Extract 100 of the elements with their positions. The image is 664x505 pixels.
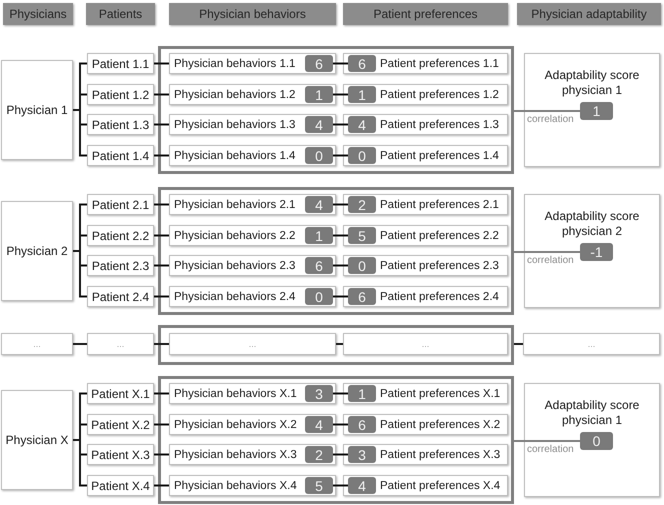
behavior-label: Physician behaviors 1.4: [174, 149, 296, 163]
connector-line: [333, 454, 348, 456]
connector-line: [333, 392, 348, 394]
behavior-box: [169, 383, 336, 404]
behavior-box: [169, 53, 336, 74]
score-badge: 4: [305, 116, 333, 133]
adaptability-title: Adaptability score physician 1: [544, 68, 640, 98]
preference-box: [343, 286, 508, 307]
preference-box: [343, 145, 508, 166]
behavior-label: Physician behaviors 2.3: [174, 259, 296, 273]
group-frame: [158, 325, 514, 365]
connector-line: [154, 296, 169, 298]
patient-box: Patient X.4: [87, 475, 154, 496]
preference-label: Patient preferences X.3: [380, 448, 500, 462]
edge-label: correlation: [527, 255, 574, 267]
score-badge: 6: [348, 55, 376, 72]
preference-label: Patient preferences X.2: [380, 418, 500, 432]
ellipsis-box: ...: [343, 333, 508, 355]
preference-label: Patient preferences 2.3: [380, 259, 499, 273]
preference-label: Patient preferences 2.1: [380, 198, 499, 212]
behavior-box: [169, 475, 336, 496]
connector-line: [154, 454, 169, 456]
behavior-label: Physician behaviors X.3: [174, 448, 297, 462]
group-frame: [158, 376, 514, 504]
behavior-box: [169, 286, 336, 307]
physician-box: Physician 2: [1, 201, 73, 301]
column-header: Patient preferences: [343, 3, 508, 25]
behavior-box: [169, 194, 336, 215]
physician-box: Physician X: [1, 390, 73, 490]
connector-line: [154, 154, 169, 156]
connector-line: [154, 234, 169, 236]
connector-line: [333, 234, 348, 236]
behavior-label: Physician behaviors 2.4: [174, 290, 296, 304]
connector-line: [154, 204, 169, 206]
score-badge: 0: [580, 432, 613, 450]
preference-box: [343, 225, 508, 246]
adaptability-box: [524, 383, 660, 497]
score-badge: 4: [305, 196, 333, 213]
connector-line: [154, 62, 169, 64]
preference-label: Patient preferences X.1: [380, 387, 500, 401]
behavior-label: Physician behaviors 1.3: [174, 118, 296, 132]
connector-line: [333, 94, 348, 96]
connector-line: [154, 94, 169, 96]
connector-line: [333, 296, 348, 298]
connector-line: [514, 110, 580, 112]
score-badge: 1: [305, 227, 333, 244]
adaptability-box: [524, 194, 660, 308]
group-frame: [158, 46, 514, 174]
connector-line: [514, 251, 580, 253]
connector-line: [336, 343, 343, 345]
edge-label: correlation: [527, 444, 574, 456]
score-badge: 4: [348, 116, 376, 133]
score-badge: 6: [348, 416, 376, 433]
connector-line: [333, 424, 348, 426]
score-badge: 0: [305, 288, 333, 305]
connector-line: [514, 440, 580, 442]
connector-line: [73, 343, 87, 345]
connector-line: [333, 484, 348, 486]
score-badge: 1: [305, 86, 333, 103]
column-header: Physician behaviors: [169, 3, 336, 25]
behavior-box: [169, 84, 336, 105]
preference-label: Patient preferences 1.1: [380, 57, 499, 71]
patient-box: Patient 2.2: [87, 225, 154, 246]
behavior-box: [169, 114, 336, 135]
adaptability-title: Adaptability score physician 2: [544, 209, 640, 239]
behavior-label: Physician behaviors 1.2: [174, 88, 296, 102]
score-badge: 0: [348, 257, 376, 274]
score-badge: 0: [305, 147, 333, 164]
score-badge: 1: [348, 385, 376, 402]
preference-box: [343, 84, 508, 105]
patient-box: Patient X.2: [87, 414, 154, 435]
patient-box: Patient X.1: [87, 383, 154, 404]
connector-line: [154, 124, 169, 126]
score-badge: 6: [305, 55, 333, 72]
patient-box: Patient 2.4: [87, 286, 154, 307]
column-header: Physicians: [3, 3, 73, 25]
score-badge: 0: [348, 147, 376, 164]
patient-box: Patient 2.1: [87, 194, 154, 215]
preference-box: [343, 444, 508, 465]
preference-box: [343, 383, 508, 404]
behavior-box: [169, 225, 336, 246]
score-badge: 2: [305, 446, 333, 463]
behavior-box: [169, 145, 336, 166]
score-badge: 4: [305, 416, 333, 433]
preference-label: Patient preferences 2.4: [380, 290, 499, 304]
connector-line: [154, 343, 169, 345]
behavior-label: Physician behaviors X.2: [174, 418, 297, 432]
patient-box: Patient 1.4: [87, 145, 154, 166]
preference-label: Patient preferences 1.3: [380, 118, 499, 132]
connector-line: [154, 264, 169, 266]
score-badge: 1: [580, 102, 613, 120]
score-badge: -1: [580, 243, 613, 261]
behavior-label: Physician behaviors 2.2: [174, 229, 296, 243]
score-badge: 4: [348, 477, 376, 494]
patient-box: Patient X.3: [87, 444, 154, 465]
ellipsis-box: ...: [87, 333, 154, 355]
connector-line: [333, 204, 348, 206]
connector-line: [154, 424, 169, 426]
adaptability-box: [524, 53, 660, 167]
patient-box: Patient 1.3: [87, 114, 154, 135]
